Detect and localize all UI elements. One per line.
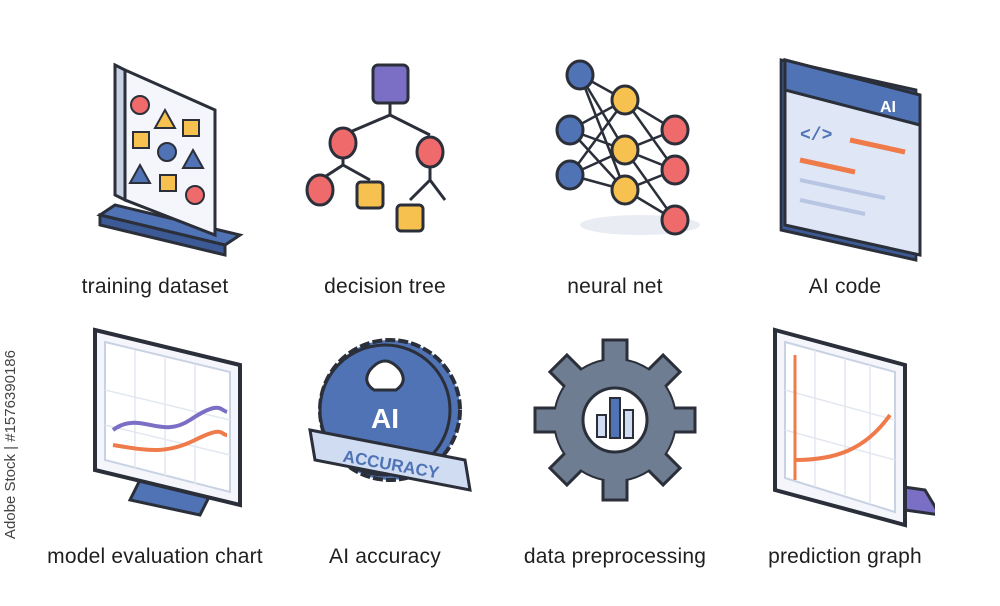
tile-neural-net: neural net xyxy=(500,30,730,300)
icon-grid: training dataset decision tree xyxy=(40,30,960,570)
decision-tree-icon xyxy=(305,63,447,233)
ai-code-icon: AI </> xyxy=(779,58,922,262)
gear-chart-icon xyxy=(533,338,697,502)
window-badge: AI xyxy=(880,99,896,116)
tile-data-preprocessing: data preprocessing xyxy=(500,300,730,570)
prediction-graph-icon xyxy=(773,327,935,528)
icon-label: AI accuracy xyxy=(329,545,441,568)
icon-label: decision tree xyxy=(324,275,446,298)
training-dataset-icon xyxy=(96,62,244,257)
stock-watermark: Adobe Stock | #1576390186 xyxy=(2,350,19,540)
icon-label: prediction graph xyxy=(768,545,922,568)
neural-net-icon xyxy=(555,59,700,236)
icon-label: AI code xyxy=(808,275,882,298)
icon-label: model evaluation chart xyxy=(47,545,263,568)
tile-ai-accuracy: AI ACCURACY AI accuracy xyxy=(270,300,500,570)
monitor-chart-icon xyxy=(93,327,242,517)
tile-decision-tree: decision tree xyxy=(270,30,500,300)
icon-label: data preprocessing xyxy=(523,545,707,568)
icon-label: training dataset xyxy=(81,275,229,298)
ai-accuracy-badge-icon: AI ACCURACY xyxy=(308,338,472,492)
tile-ai-code: AI </> AI code xyxy=(730,30,960,300)
tile-prediction-graph: prediction graph xyxy=(730,300,960,570)
badge-top-text: AI xyxy=(371,403,399,434)
icon-label: neural net xyxy=(567,275,663,298)
tile-training-dataset: training dataset xyxy=(40,30,270,300)
tile-model-evaluation-chart: model evaluation chart xyxy=(40,300,270,570)
code-glyph: </> xyxy=(800,126,832,146)
